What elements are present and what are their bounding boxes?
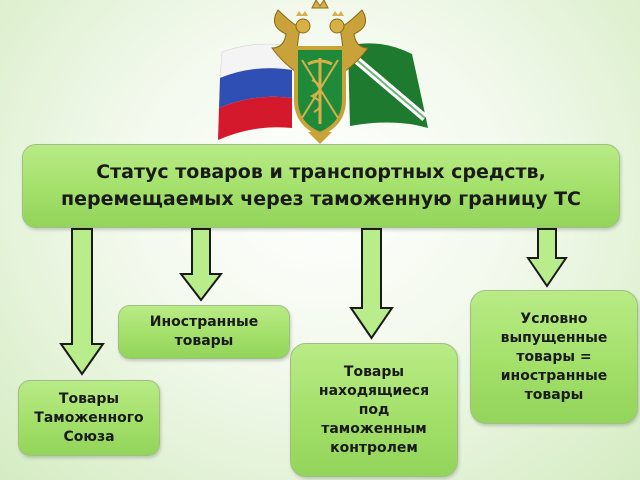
box-label: Товары находящиеся под таможенным контро… — [318, 363, 430, 456]
arrow-to-foreign-goods — [178, 228, 224, 302]
title-box: Статус товаров и транспортных средств, п… — [22, 144, 620, 228]
title-text: Статус товаров и транспортных средств, п… — [61, 161, 581, 210]
box-customs-union-goods: Товары Таможенного Союза — [18, 380, 160, 456]
arrow-to-conditionally-released — [526, 228, 568, 288]
russia-flag-icon — [218, 43, 293, 140]
box-label: Иностранные товары — [149, 314, 259, 349]
box-foreign-goods: Иностранные товары — [118, 305, 290, 359]
customs-flag-icon — [348, 43, 428, 129]
arrow-to-union-goods — [59, 228, 105, 376]
arrow-to-controlled-goods — [349, 228, 394, 340]
box-goods-under-customs-control: Товары находящиеся под таможенным контро… — [290, 343, 458, 477]
box-label: Условно выпущенные товары = иностранные … — [500, 310, 608, 403]
box-conditionally-released-goods: Условно выпущенные товары = иностранные … — [470, 290, 638, 424]
box-label: Товары Таможенного Союза — [34, 390, 144, 445]
customs-emblem-icon — [218, 0, 428, 144]
